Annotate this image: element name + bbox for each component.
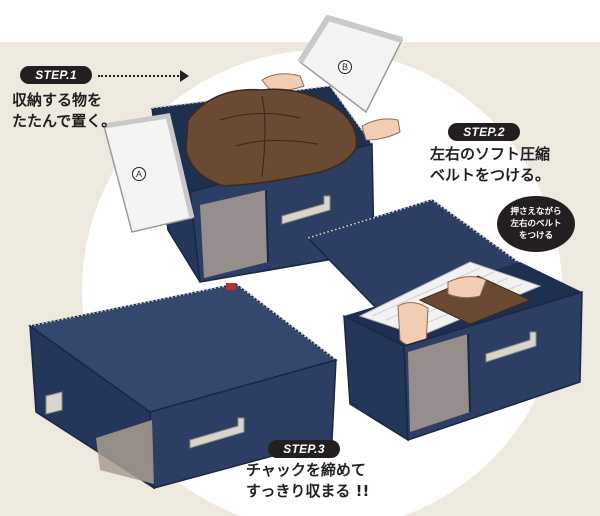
step2-badge: STEP.2 <box>448 123 520 141</box>
step2-case <box>306 199 583 442</box>
case2-window <box>408 334 470 432</box>
step1-line2: たたんで置く。 <box>12 112 117 130</box>
flap-a-mark <box>132 167 146 181</box>
step3-badge: STEP.3 <box>268 440 340 458</box>
hand-top <box>261 73 305 91</box>
step2-line1: 左右のソフト圧縮 <box>430 145 551 163</box>
flap-b-edge <box>297 14 403 64</box>
flap-b-label: B <box>341 62 348 72</box>
box-handle <box>281 195 331 225</box>
step1-line1: 収納する物を <box>12 91 103 109</box>
step3-caption: チャックを締めて すっきり収まる !! <box>246 460 369 502</box>
callout-line3: をつける <box>518 231 553 241</box>
side-handle <box>45 391 63 415</box>
box-window <box>200 190 268 278</box>
box-divider <box>265 189 269 263</box>
step1-arrow-dots <box>98 75 182 77</box>
step3-line2: すっきり収まる !! <box>246 482 370 500</box>
hand-press-right <box>447 276 487 299</box>
case2-handle <box>485 331 537 363</box>
callout-line2: 左右のベルト <box>510 219 562 229</box>
flap-a-edge <box>103 113 195 219</box>
folded-clothes <box>185 88 358 187</box>
step3-case <box>28 283 338 490</box>
clothes-folds <box>219 95 319 177</box>
callout-line1: 押さえながら <box>510 207 562 217</box>
lid-zipper <box>307 199 527 269</box>
step3-line1: チャックを締めて <box>246 461 366 479</box>
closed-window <box>96 420 154 484</box>
step1-caption: 収納する物を たたんで置く。 <box>12 90 116 132</box>
callout-bubble: 押さえながら 左右のベルト をつける <box>497 196 575 252</box>
hand-right <box>361 118 401 141</box>
step2-caption: 左右のソフト圧縮 ベルトをつける。 <box>430 144 550 186</box>
flap-b-mark <box>338 60 352 74</box>
closed-zipper <box>29 283 337 361</box>
step1-badge: STEP.1 <box>20 66 92 84</box>
step2-line2: ベルトをつける。 <box>430 166 551 184</box>
closed-handle <box>189 417 245 449</box>
case2-divider <box>467 333 471 413</box>
step1-arrow-icon <box>180 70 189 82</box>
flap-a-label: A <box>135 169 142 179</box>
zipper-tab <box>226 283 236 290</box>
